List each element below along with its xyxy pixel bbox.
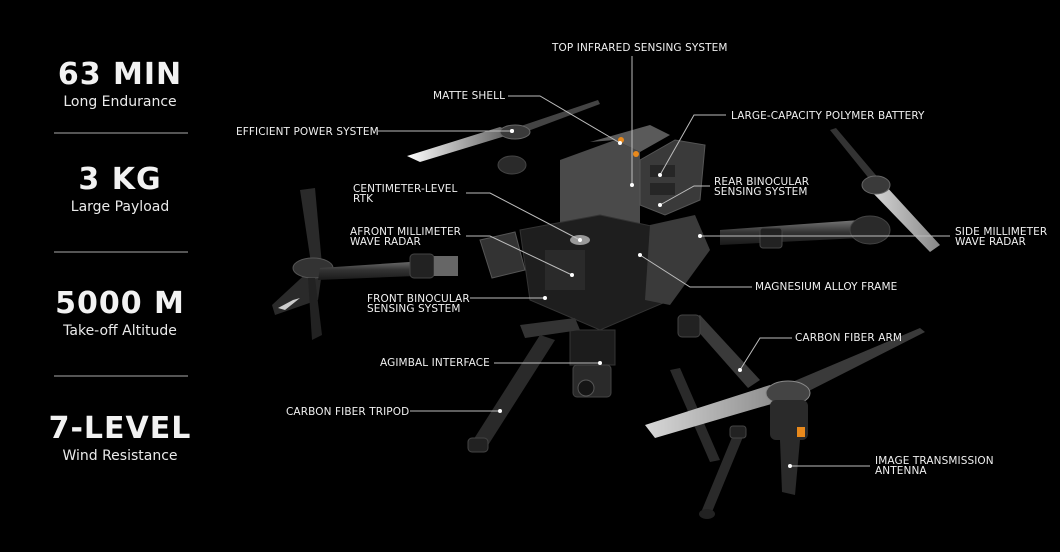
stat-value: 7-LEVEL xyxy=(48,411,192,446)
drone-body xyxy=(479,125,710,398)
label-carbon-fiber-arm: CARBON FIBER ARM xyxy=(795,332,903,344)
label-antenna-line2: ANTENNA xyxy=(875,465,927,477)
spec-stats-panel: 63 MIN Long Endurance 3 KG Large Payload… xyxy=(0,0,240,552)
label-battery: LARGE-CAPACITY POLYMER BATTERY xyxy=(731,110,925,122)
label-rear-binocular-line2: SENSING SYSTEM xyxy=(714,186,808,198)
stat-caption: Large Payload xyxy=(70,199,170,215)
label-top-infrared-sensing: TOP INFRARED SENSING SYSTEM xyxy=(552,42,728,54)
label-matte-shell: MATTE SHELL xyxy=(433,90,506,102)
label-rtk-line1: CENTIMETER-LEVEL xyxy=(353,183,458,195)
right-side-arm xyxy=(720,128,940,252)
left-tripod xyxy=(467,335,555,453)
stat-divider xyxy=(54,132,188,134)
top-left-propeller xyxy=(407,100,600,175)
stat-payload: 3 KG Large Payload xyxy=(0,162,240,216)
label-carbon-fiber-tripod: CARBON FIBER TRIPOD xyxy=(286,406,410,418)
label-afront-radar-line1: AFRONT MILLIMETER xyxy=(350,226,462,238)
stat-value: 3 KG xyxy=(78,162,162,197)
stat-wind-resistance: 7-LEVEL Wind Resistance xyxy=(0,411,240,465)
stat-caption: Take-off Altitude xyxy=(63,323,177,339)
stat-value: 5000 M xyxy=(55,286,185,321)
label-side-radar-line2: WAVE RADAR xyxy=(955,236,1026,248)
label-gimbal-interface: AGIMBAL INTERFACE xyxy=(380,357,490,369)
bottom-right-propeller xyxy=(645,328,925,495)
stat-caption: Long Endurance xyxy=(63,94,177,110)
callout-dots xyxy=(498,129,792,468)
label-side-radar-line1: SIDE MILLIMETER xyxy=(955,226,1048,238)
label-afront-radar-line2: WAVE RADAR xyxy=(350,236,421,248)
label-rtk-line2: RTK xyxy=(353,193,374,205)
label-power-system: EFFICIENT POWER SYSTEM xyxy=(236,126,379,138)
label-rear-binocular-line1: REAR BINOCULAR xyxy=(714,176,810,188)
stat-divider xyxy=(54,375,188,377)
left-arm-assembly xyxy=(272,188,458,340)
label-front-binocular-line1: FRONT BINOCULAR xyxy=(367,293,470,305)
stat-endurance: 63 MIN Long Endurance xyxy=(0,57,240,111)
stat-caption: Wind Resistance xyxy=(62,448,178,464)
label-front-binocular-line2: SENSING SYSTEM xyxy=(367,303,461,315)
leader-lines xyxy=(378,56,950,467)
stat-divider xyxy=(54,251,188,253)
label-magnesium-frame: MAGNESIUM ALLOY FRAME xyxy=(755,281,898,293)
stat-altitude: 5000 M Take-off Altitude xyxy=(0,286,240,340)
label-antenna-line1: IMAGE TRANSMISSION xyxy=(875,455,994,467)
stat-value: 63 MIN xyxy=(57,57,183,92)
